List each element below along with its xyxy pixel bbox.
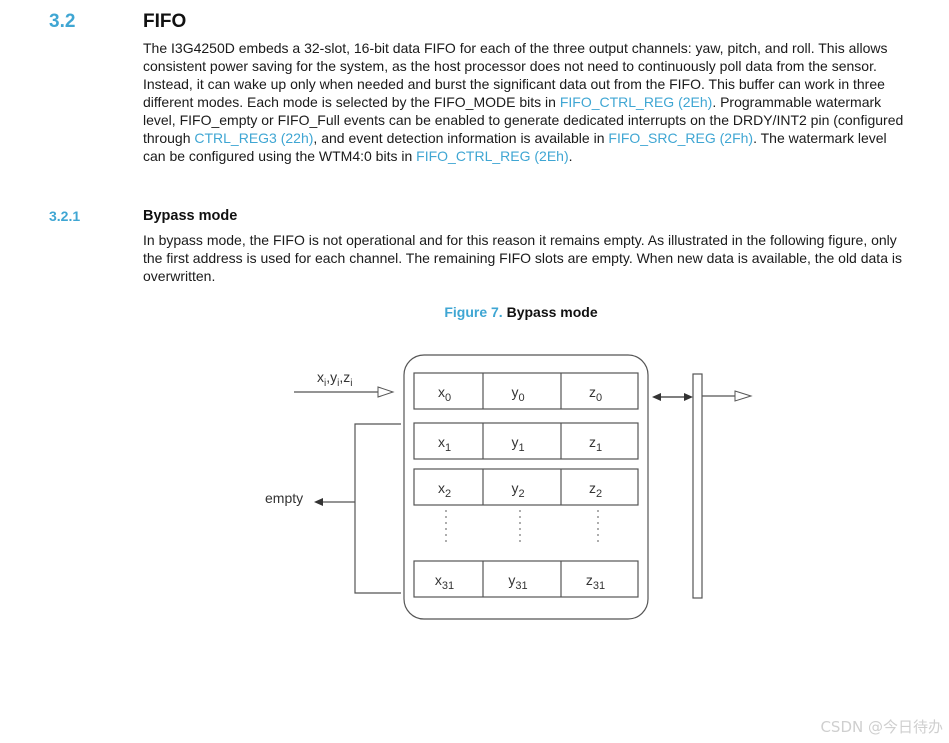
section-number: 3.2 xyxy=(49,11,76,32)
fifo-cell-label: z31 xyxy=(586,572,605,592)
paragraph-text: . Programmable watermark level, FIFO_emp… xyxy=(143,94,904,146)
fifo-row xyxy=(413,560,639,598)
section-paragraph: The I3G4250D embeds a 32-slot, 16-bit da… xyxy=(143,39,908,165)
fifo-row xyxy=(413,468,639,506)
figure-number: Figure 7. xyxy=(444,304,503,320)
output-bus xyxy=(692,373,703,599)
fifo-cell-label: x2 xyxy=(438,480,451,500)
figure-caption: Figure 7. Bypass mode xyxy=(0,304,949,320)
input-arrow-head-icon xyxy=(377,386,395,398)
fifo-cell-label: x0 xyxy=(438,384,451,404)
section-title: FIFO xyxy=(143,11,187,32)
fifo-cell-label: y1 xyxy=(511,434,524,454)
register-link[interactable]: FIFO_CTRL_REG (2Eh) xyxy=(559,94,713,110)
fifo-cell-label: y0 xyxy=(511,384,524,404)
empty-label: empty xyxy=(265,490,303,506)
empty-bracket xyxy=(354,423,401,594)
fifo-cell-label: x31 xyxy=(435,572,454,592)
bus-arrow-right-icon xyxy=(684,393,693,401)
subsection-title: Bypass mode xyxy=(143,208,238,224)
empty-arrow-head-icon xyxy=(314,498,323,506)
fifo-cell-label: y31 xyxy=(508,572,527,592)
fifo-row xyxy=(413,422,639,460)
register-link[interactable]: FIFO_CTRL_REG (2Eh) xyxy=(416,148,569,164)
paragraph-text: . xyxy=(568,148,573,164)
figure-title: Bypass mode xyxy=(506,304,598,320)
fifo-row xyxy=(413,372,639,410)
subsection-paragraph: In bypass mode, the FIFO is not operatio… xyxy=(143,232,902,284)
input-label: xi,yi,zi xyxy=(317,369,352,389)
watermark: CSDN @今日待办 xyxy=(820,718,943,736)
output-arrow-head-icon xyxy=(734,390,753,402)
paragraph-text: . The watermark level can be configured … xyxy=(143,130,887,164)
register-link[interactable]: CTRL_REG3 (22h) xyxy=(194,130,314,146)
fifo-cell-label: z0 xyxy=(589,384,602,404)
fifo-cell-label: z2 xyxy=(589,480,602,500)
fifo-cell-label: y2 xyxy=(511,480,524,500)
paragraph-text: The I3G4250D embeds a 32-slot, 16-bit da… xyxy=(143,40,888,110)
fifo-cell-label: z1 xyxy=(589,434,602,454)
paragraph-text: , and event detection information is ava… xyxy=(313,130,609,146)
register-link[interactable]: FIFO_SRC_REG (2Fh) xyxy=(608,130,754,146)
fifo-cell-label: x1 xyxy=(438,434,451,454)
fifo-container xyxy=(403,354,649,620)
bus-arrow-left-icon xyxy=(652,393,661,401)
subsection-number: 3.2.1 xyxy=(49,208,81,224)
fifo-rows: x0 y0 z0 x1 y1 z1 x2 y2 z2 x31 y31 z31 xyxy=(413,372,639,598)
